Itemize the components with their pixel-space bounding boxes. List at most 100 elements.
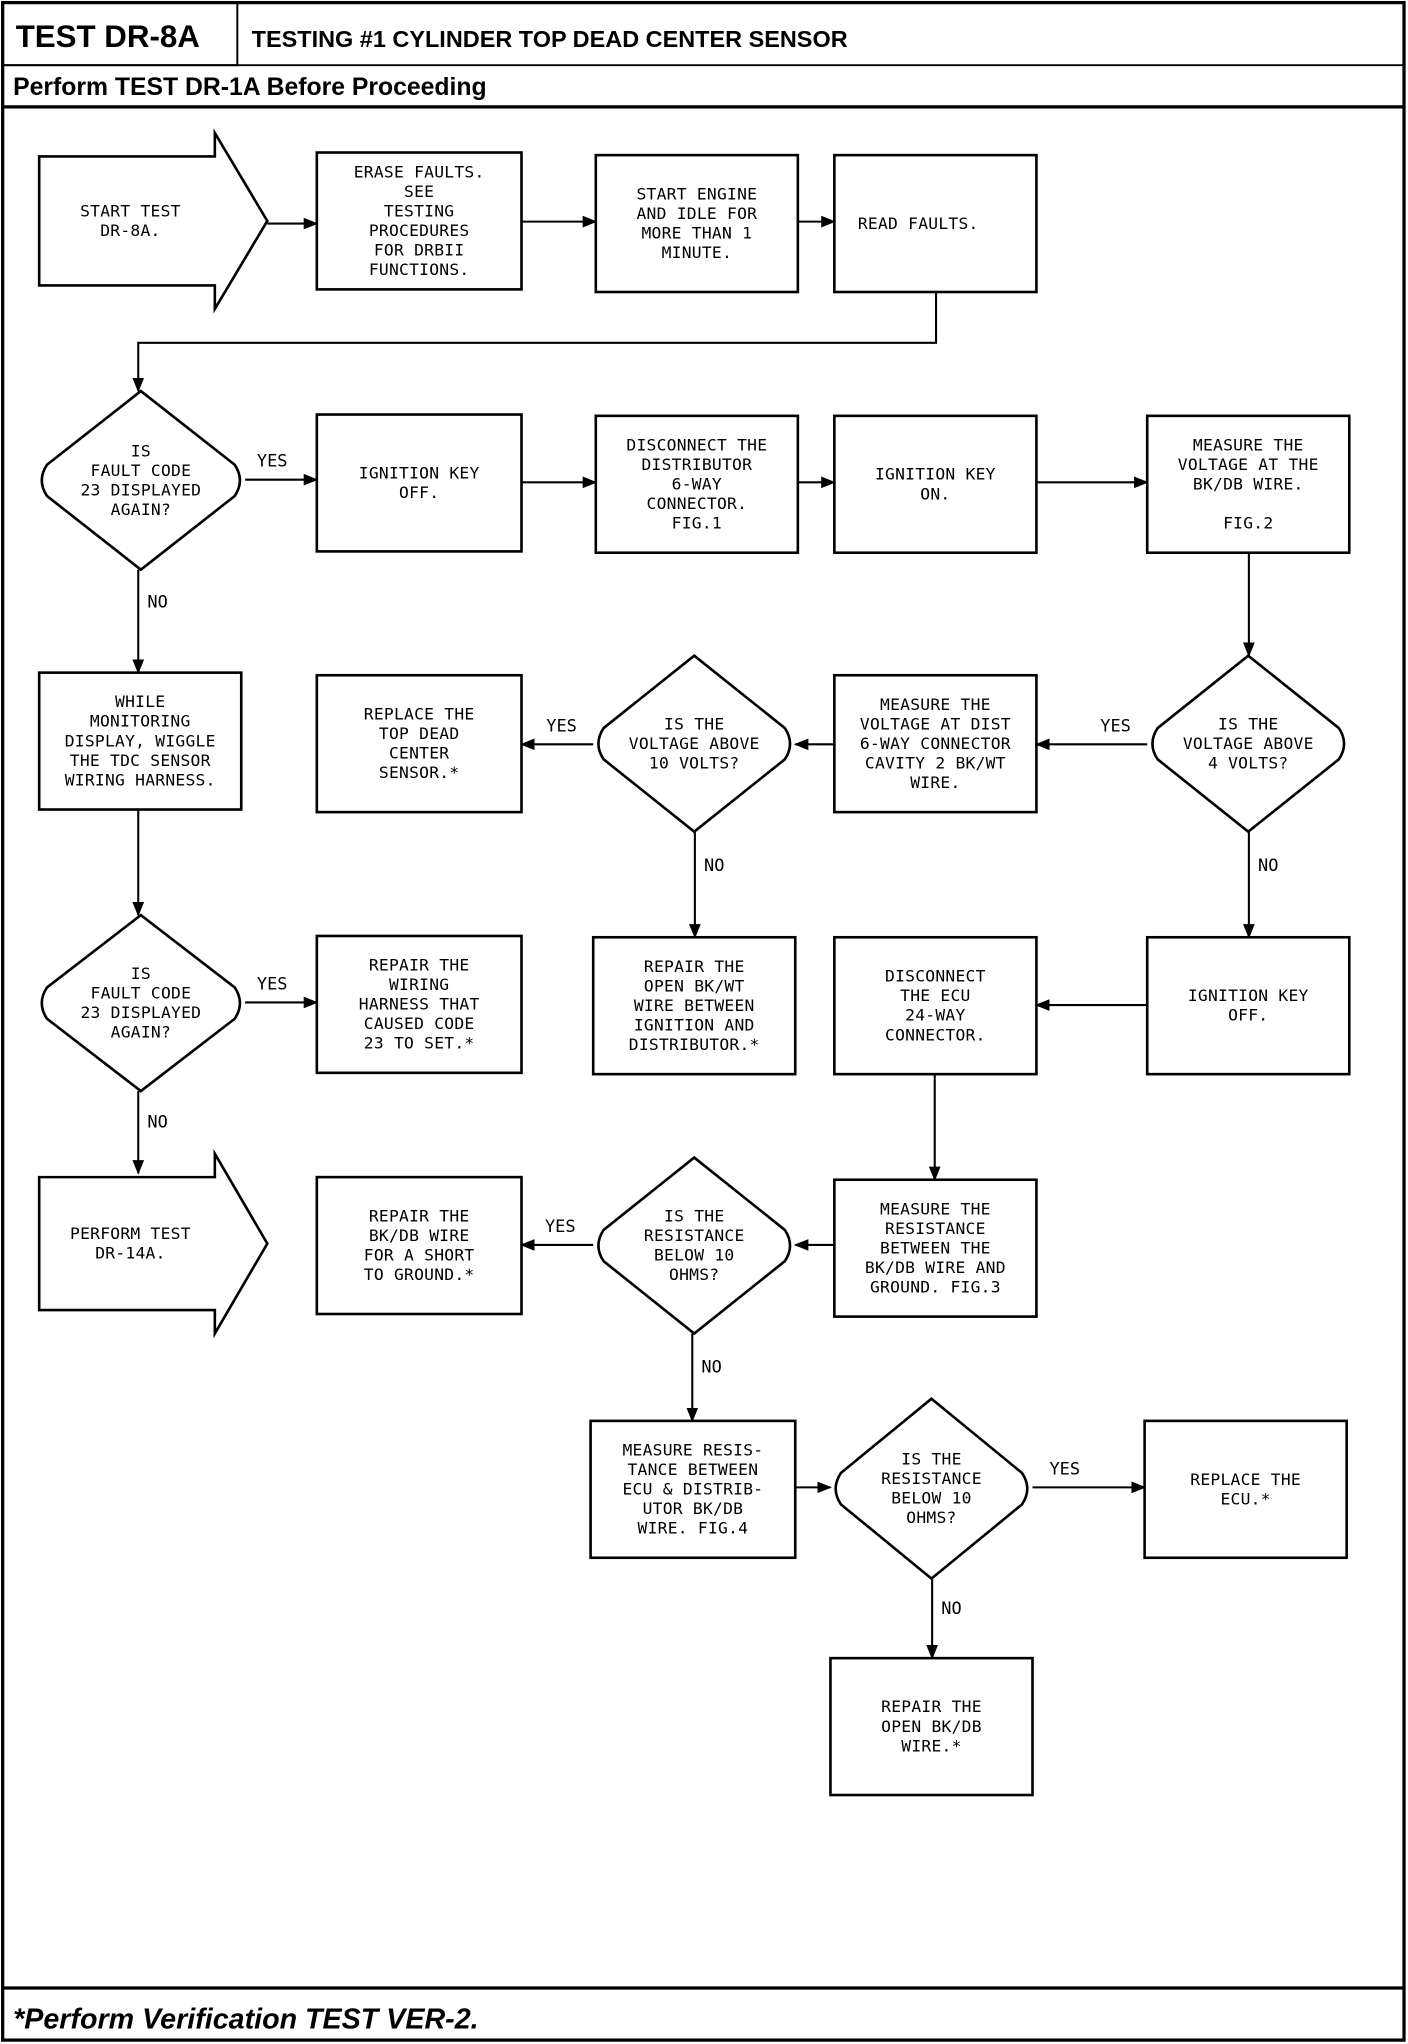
terminal-arrow-shape (37, 1148, 269, 1339)
node-text-line: DISCONNECT (885, 967, 986, 986)
node-text-line: 6-WAY (672, 474, 722, 493)
node-text-line: WHILE (115, 692, 165, 711)
node-text-line: FAULT CODE (91, 461, 192, 480)
node-read-faults: READ FAULTS. (833, 153, 1038, 294)
node-text-line: DISTRIBUTOR.* (629, 1035, 760, 1054)
node-text-line: PROCEDURES (369, 221, 470, 240)
node-text-line: CONNECTOR. (885, 1025, 986, 1044)
node-text-line: MEASURE THE (880, 695, 991, 714)
node-text-line: PERFORM TEST (70, 1224, 191, 1243)
process-box (833, 935, 1038, 1076)
node-text-line: BELOW 10 (891, 1489, 972, 1508)
node-text-line: 10 VOLTS? (649, 753, 740, 772)
node-text-line: OHMS? (906, 1508, 956, 1527)
process-box (315, 1175, 523, 1316)
node-text-line: THE TDC SENSOR (70, 751, 211, 770)
node-text-line: REPAIR THE (369, 956, 470, 975)
node-text-line: GROUND. FIG.3 (870, 1277, 1001, 1296)
node-text-line: BK/DB WIRE AND (865, 1258, 1006, 1277)
connector-read-faults-to-q-fault23-a (132, 292, 938, 393)
decision-diamond (40, 913, 242, 1093)
edge-label-yes: YES (1049, 1458, 1080, 1478)
node-text-line: BK/DB WIRE (369, 1226, 470, 1245)
node-text-line: REPAIR THE (644, 957, 745, 976)
node-text-line: DISCONNECT THE (626, 435, 767, 454)
node-text-line: START TEST (80, 201, 181, 220)
node-text-line: REPLACE THE (1190, 1470, 1301, 1489)
footer-note: *Perform Verification TEST VER-2. (13, 2003, 479, 2035)
process-box (315, 934, 523, 1075)
process-box (833, 673, 1038, 814)
node-text-line: CAUSED CODE (364, 1014, 475, 1033)
node-text-line: IS THE (1218, 714, 1278, 733)
node-text-line: CENTER (389, 744, 449, 763)
process-box (833, 414, 1038, 555)
node-text-line: DR-8A. (100, 221, 160, 240)
node-text-line: IGNITION KEY (1188, 986, 1309, 1005)
node-text-line: OPEN BK/DB (881, 1717, 982, 1736)
process-box (315, 673, 523, 814)
node-text-line: OFF. (399, 483, 439, 502)
node-text-line: IGNITION KEY (875, 465, 996, 484)
edge-label-no: NO (704, 855, 724, 875)
node-text-line: REPAIR THE (881, 1697, 982, 1716)
node-text-line: UTOR BK/DB (643, 1499, 744, 1518)
node-text-line: TO GROUND.* (364, 1265, 475, 1284)
decision-diamond (597, 1155, 792, 1336)
process-box (594, 153, 800, 294)
prerequisite-note: Perform TEST DR-1A Before Proceeding (13, 74, 487, 101)
process-box (1145, 935, 1351, 1076)
node-text-line: READ FAULTS. (858, 214, 979, 233)
edge-label-no: NO (147, 591, 167, 611)
node-text-line: WIRE BETWEEN (634, 996, 755, 1015)
node-text-line: WIRE.* (901, 1736, 961, 1755)
node-text-line: IS THE (901, 1450, 961, 1469)
node-text-line: AGAIN? (111, 1023, 171, 1042)
node-text-line: FIG.1 (672, 514, 722, 533)
node-text-line: OFF. (1228, 1006, 1268, 1025)
node-text-line: MEASURE RESIS- (622, 1440, 763, 1459)
decision-diamond (597, 654, 792, 834)
node-text-line: FIG.2 (1223, 514, 1273, 533)
edges-layer (132, 215, 1255, 1660)
node-text-line: REPAIR THE (369, 1206, 470, 1225)
edge-label-no: NO (941, 1598, 961, 1618)
node-text-line: BELOW 10 (654, 1246, 735, 1265)
node-text-line: IGNITION AND (634, 1015, 755, 1034)
node-text-line: WIRING HARNESS. (65, 770, 216, 789)
node-text-line: ERASE FAULTS. (354, 162, 485, 181)
node-text-line: CAVITY 2 BK/WT (865, 753, 1006, 772)
node-text-line: 6-WAY CONNECTOR (860, 734, 1011, 753)
edge-label-no: NO (1258, 855, 1278, 875)
node-text-line: IS (131, 441, 151, 460)
node-text-line: VOLTAGE AT DIST (860, 714, 1011, 733)
node-text-line: RESISTANCE (881, 1469, 982, 1488)
node-text-line: MEASURE THE (880, 1199, 991, 1218)
test-id-box (1, 1, 239, 67)
node-text-line: WIRING (389, 975, 449, 994)
node-text-line: MINUTE. (662, 243, 732, 262)
node-text-line: 24-WAY (905, 1006, 965, 1025)
node-text-line: START ENGINE (636, 184, 757, 203)
edge-label-yes: YES (545, 1216, 576, 1236)
node-text-line: TANCE BETWEEN (628, 1460, 759, 1479)
node-text-line: CONNECTOR. (647, 494, 748, 513)
node-text-line: VOLTAGE ABOVE (1183, 734, 1314, 753)
